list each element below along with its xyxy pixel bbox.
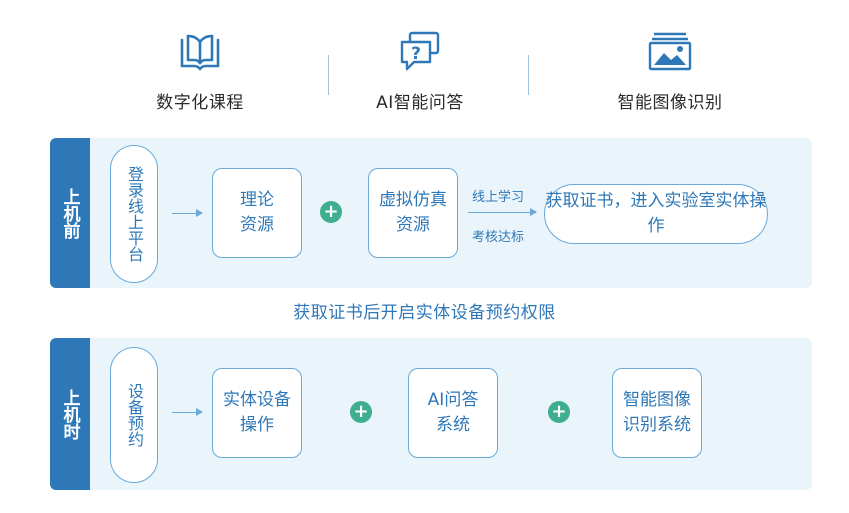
box-line: 理论 <box>240 190 274 211</box>
device-reserve-pill: 设备预约 <box>110 347 158 483</box>
middle-text: 获取证书后开启实体设备预约权限 <box>293 303 556 323</box>
before-side-label: 上机前 <box>50 138 90 288</box>
feature-ai-qa: ? AI智能问答 <box>320 28 520 113</box>
box-line: 资源 <box>396 215 430 235</box>
plus-icon: + <box>548 401 570 423</box>
arrow <box>172 209 203 217</box>
feature-label: 智能图像识别 <box>617 93 723 113</box>
box-line: 资源 <box>240 215 274 235</box>
feature-label: 数字化课程 <box>156 93 244 113</box>
plus-icon: + <box>350 401 372 423</box>
device-operation-box: 实体设备操作 <box>212 368 302 458</box>
feature-label: AI智能问答 <box>376 93 464 113</box>
assessment-note: 考核达标 <box>472 230 525 245</box>
box-line: AI问答 <box>427 390 479 411</box>
box-line: 智能图像 <box>623 390 691 411</box>
online-study-note: 线上学习 <box>472 190 525 205</box>
ai-qa-system-box: AI问答系统 <box>408 368 498 458</box>
box-line: 识别系统 <box>623 415 691 435</box>
arrow <box>468 208 537 216</box>
divider <box>328 55 329 95</box>
book-icon <box>176 28 224 76</box>
question-chat-icon: ? <box>396 28 444 76</box>
virtual-sim-resource-box: 虚拟仿真资源 <box>368 168 458 258</box>
box-line: 实体设备 <box>223 390 291 411</box>
during-side-label: 上机时 <box>50 338 90 490</box>
arrow <box>172 408 203 416</box>
divider <box>528 55 529 95</box>
image-gallery-icon <box>646 28 694 76</box>
box-line: 系统 <box>436 415 470 435</box>
pill-line: 进入实验室实体操作 <box>630 191 767 236</box>
feature-image-recognition: 智能图像识别 <box>570 28 770 113</box>
box-line: 操作 <box>240 415 274 435</box>
plus-icon: + <box>320 201 342 223</box>
before-panel: 上机前 登录线上平台 理论资源 + 虚拟仿真资源 线上学习 考核达标 获取证书，… <box>50 138 812 288</box>
image-recognition-system-box: 智能图像识别系统 <box>612 368 702 458</box>
feature-digital-course: 数字化课程 <box>100 28 300 113</box>
theory-resource-box: 理论资源 <box>212 168 302 258</box>
box-line: 虚拟仿真 <box>379 190 447 211</box>
svg-text:?: ? <box>411 44 421 64</box>
pill-line: 获取证书， <box>545 191 631 212</box>
during-panel: 上机时 设备预约 实体设备操作 + AI问答系统 + 智能图像识别系统 <box>50 338 812 490</box>
login-platform-pill: 登录线上平台 <box>110 145 158 283</box>
certificate-pill: 获取证书，进入实验室实体操作 <box>544 184 768 244</box>
